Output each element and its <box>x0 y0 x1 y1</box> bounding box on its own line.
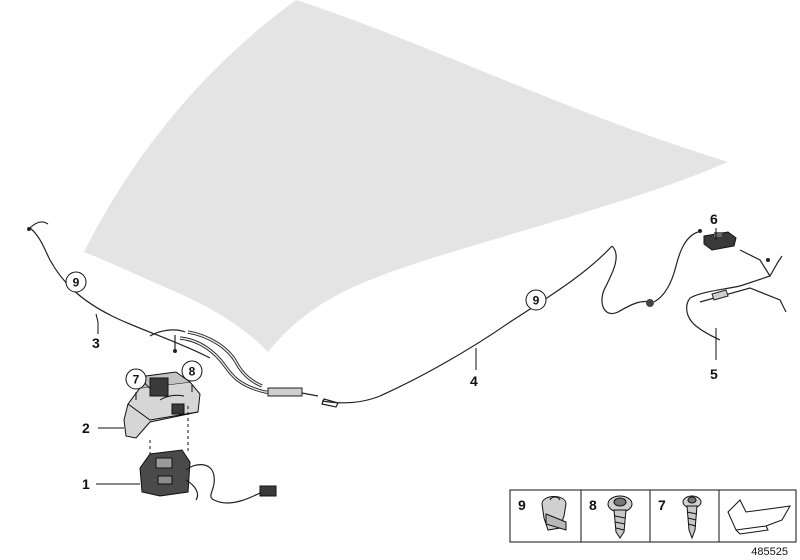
direction-arrow-icon <box>727 499 791 535</box>
screw-washer-icon <box>607 495 633 539</box>
part-number-3: 3 <box>92 335 100 351</box>
hood-lock <box>139 449 277 504</box>
hood-contact-switch <box>703 231 737 251</box>
part-number-2: 2 <box>82 420 90 436</box>
part-number-4: 4 <box>470 373 478 389</box>
hood-panel <box>84 0 728 352</box>
callout-7: 7 <box>125 368 147 390</box>
lock-housing <box>123 371 201 439</box>
svg-text:7: 7 <box>133 373 140 387</box>
release-cable-left <box>27 221 319 397</box>
part-number-5: 5 <box>710 366 718 382</box>
callout-9-left: 9 <box>65 271 87 293</box>
svg-text:9: 9 <box>73 276 80 290</box>
callout-8: 8 <box>181 360 203 382</box>
clip-icon <box>541 496 567 531</box>
svg-text:8: 8 <box>189 365 196 379</box>
catalog-number: 485525 <box>751 546 788 558</box>
bracket <box>686 249 787 341</box>
part-number-6: 6 <box>710 211 718 227</box>
svg-text:9: 9 <box>533 294 540 308</box>
legend-number-8: 8 <box>589 497 597 513</box>
legend-number-9: 9 <box>518 497 526 513</box>
screw-icon <box>682 495 702 540</box>
callout-9-right: 9 <box>525 289 547 311</box>
legend-number-7: 7 <box>658 497 666 513</box>
parts-legend: 9 8 7 <box>509 489 797 543</box>
release-cable-right <box>321 229 702 408</box>
part-number-1: 1 <box>82 476 90 492</box>
